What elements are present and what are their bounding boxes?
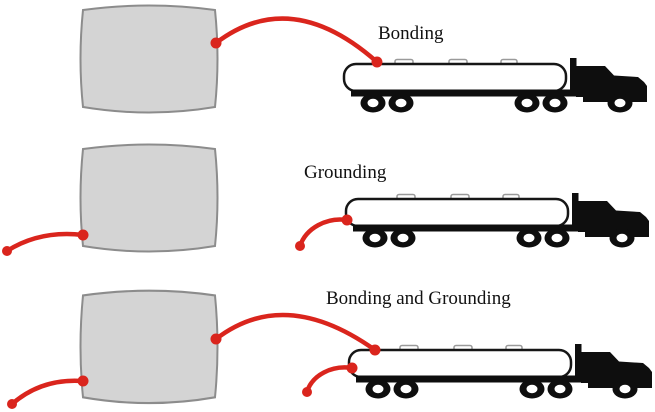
storage-tank-icon	[79, 143, 219, 253]
row-bonding-and-grounding: Bonding and Grounding	[7, 288, 654, 409]
storage-tank-icon	[79, 4, 219, 114]
ground-rod-dot	[295, 241, 305, 251]
bonding-cable	[213, 312, 378, 353]
tanker-truck-icon	[344, 191, 651, 249]
ground-rod-dot	[302, 387, 312, 397]
cable-clamp-dot	[346, 362, 358, 374]
tanker-truck-icon	[342, 56, 649, 114]
cable-clamp-dot	[369, 344, 381, 356]
cable-clamp-dot	[341, 214, 353, 226]
ground-rod-dot	[7, 399, 17, 409]
row-label: Grounding	[304, 162, 387, 183]
ground-cable-truck	[304, 365, 355, 395]
cable-clamp-dot	[77, 375, 89, 387]
ground-rod-dot	[2, 246, 12, 256]
bonding-cable	[213, 16, 380, 65]
cable-clamp-dot	[371, 56, 383, 68]
tanker-truck-icon	[347, 342, 654, 400]
ground-cable-tank	[4, 231, 86, 254]
row-label: Bonding and Grounding	[326, 288, 511, 309]
cable-clamp-dot	[210, 37, 222, 49]
cable-clamp-dot	[77, 229, 89, 241]
storage-tank-icon	[79, 289, 219, 405]
row-bonding: Bonding	[79, 4, 649, 114]
row-grounding: Grounding	[2, 143, 651, 256]
ground-cable-truck	[297, 217, 350, 249]
ground-cable-tank	[9, 378, 86, 407]
cable-clamp-dot	[210, 333, 222, 345]
row-label: Bonding	[378, 23, 444, 44]
